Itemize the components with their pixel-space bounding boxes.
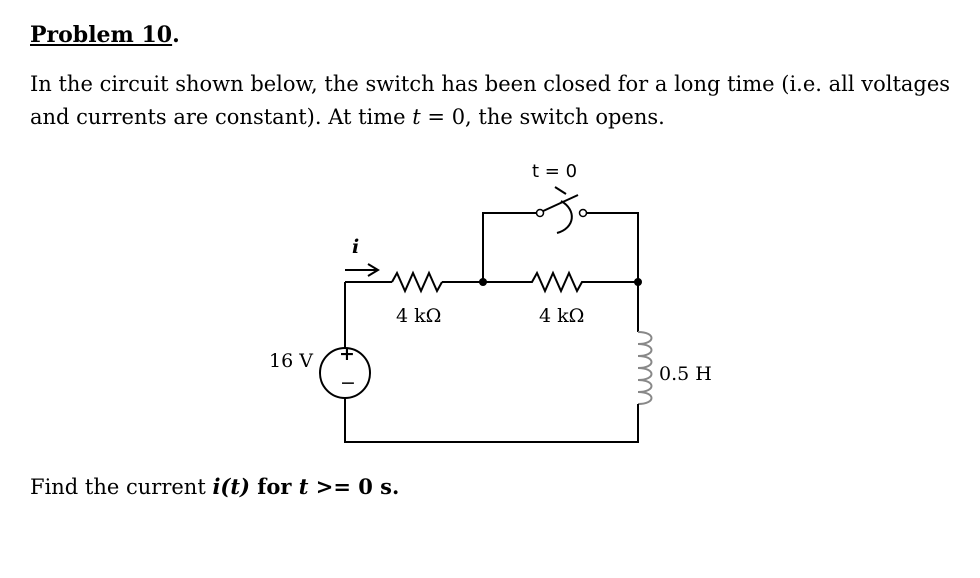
switch-contact-left	[535, 208, 545, 218]
statement-t-variable: t	[412, 105, 421, 129]
node-right	[634, 278, 642, 286]
switch-arrow	[554, 186, 567, 195]
source-plus: +	[339, 343, 355, 365]
problem-heading-suffix: .	[172, 22, 180, 48]
find-statement: Find the current i(t) for t >= 0 s.	[30, 474, 399, 499]
find-suffix: >= 0 s.	[308, 474, 400, 499]
find-prefix: Find the current	[30, 475, 213, 499]
find-t-variable: t	[298, 474, 309, 499]
switch-blade	[540, 194, 579, 213]
statement-text-after: = 0, the switch opens.	[420, 105, 665, 129]
r2-label: 4 kΩ	[539, 305, 584, 327]
problem-title: Problem 10.	[30, 22, 180, 48]
wire-bottom	[344, 398, 639, 443]
source-minus: −	[340, 372, 356, 394]
problem-heading: Problem 10	[30, 22, 173, 48]
find-current: i(t)	[212, 474, 250, 499]
switch-label: t = 0	[532, 161, 577, 182]
current-arrow-head	[367, 263, 380, 277]
resistor-2	[483, 270, 638, 294]
resistor-1	[391, 270, 443, 294]
source-label: 16 V	[269, 350, 313, 372]
find-mid: for	[250, 474, 299, 499]
wire-switch-left	[482, 212, 538, 282]
problem-statement: In the circuit shown below, the switch h…	[30, 68, 960, 134]
current-label: i	[352, 236, 359, 258]
inductor	[637, 331, 653, 405]
node-mid	[479, 278, 487, 286]
inductor-label: 0.5 H	[659, 363, 712, 385]
switch-contact-right	[578, 208, 588, 218]
wire-switch-right	[585, 212, 639, 282]
statement-text-before: In the circuit shown below, the switch h…	[30, 72, 951, 129]
switch-arc	[556, 200, 573, 234]
r1-label: 4 kΩ	[396, 305, 441, 327]
voltage-source	[319, 347, 371, 399]
